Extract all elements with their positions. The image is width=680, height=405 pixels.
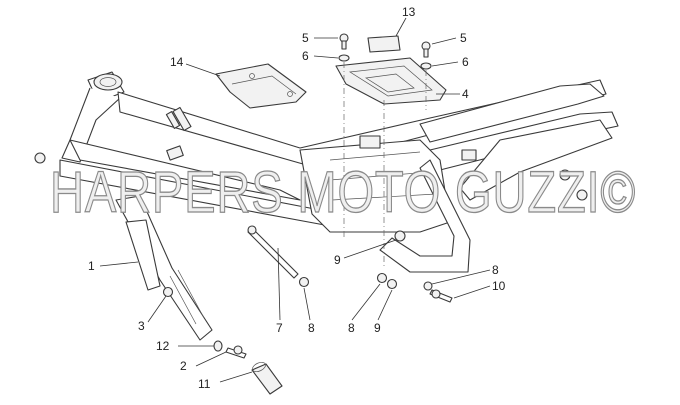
washer-right xyxy=(420,62,432,70)
callout-8-bolt: 8 xyxy=(308,321,315,335)
callout-5-right: 5 xyxy=(460,31,467,45)
long-bolt xyxy=(247,225,299,279)
callout-8-cradle: 8 xyxy=(348,321,355,335)
callout-12: 12 xyxy=(156,339,170,353)
callout-8-right: 8 xyxy=(492,263,499,277)
callout-6-right: 6 xyxy=(462,55,469,69)
cover-plate xyxy=(215,63,307,109)
callout-1: 1 xyxy=(88,259,95,273)
screw-right xyxy=(421,41,431,58)
callout-4: 4 xyxy=(462,87,469,101)
nut-bolt xyxy=(298,276,310,288)
callout-3: 3 xyxy=(138,319,145,333)
callout-2: 2 xyxy=(180,359,187,373)
bolt-lower xyxy=(225,345,247,359)
callout-5-left: 5 xyxy=(302,31,309,45)
callout-6-left: 6 xyxy=(302,49,309,63)
nut-cradle-left xyxy=(376,272,388,284)
callout-14: 14 xyxy=(170,55,184,69)
nut-center xyxy=(394,230,406,242)
callout-10: 10 xyxy=(492,279,506,293)
washer-lower xyxy=(213,340,223,352)
electrical-plate xyxy=(335,57,447,105)
watermark-text: HARPERS MOTO GUZZI© xyxy=(50,160,636,225)
callout-9-lower: 9 xyxy=(374,321,381,335)
main-frame xyxy=(34,71,619,341)
protective-cap xyxy=(251,361,283,395)
callout-9-center: 9 xyxy=(334,253,341,267)
washer-cradle xyxy=(386,278,398,290)
callout-11: 11 xyxy=(198,377,211,391)
screw-left xyxy=(339,33,349,50)
washer-right-lower xyxy=(423,281,433,291)
rubber-pad xyxy=(367,35,401,53)
washer-left xyxy=(338,54,350,62)
leader-lines xyxy=(99,17,491,383)
callout-7: 7 xyxy=(276,321,283,335)
callout-13: 13 xyxy=(402,5,416,19)
callout-labels: 1 2 3 4 5 5 6 6 7 8 8 8 9 9 10 11 12 13 … xyxy=(88,5,506,391)
bolt-left-small xyxy=(162,286,174,298)
bolt-right-lower xyxy=(429,289,453,303)
